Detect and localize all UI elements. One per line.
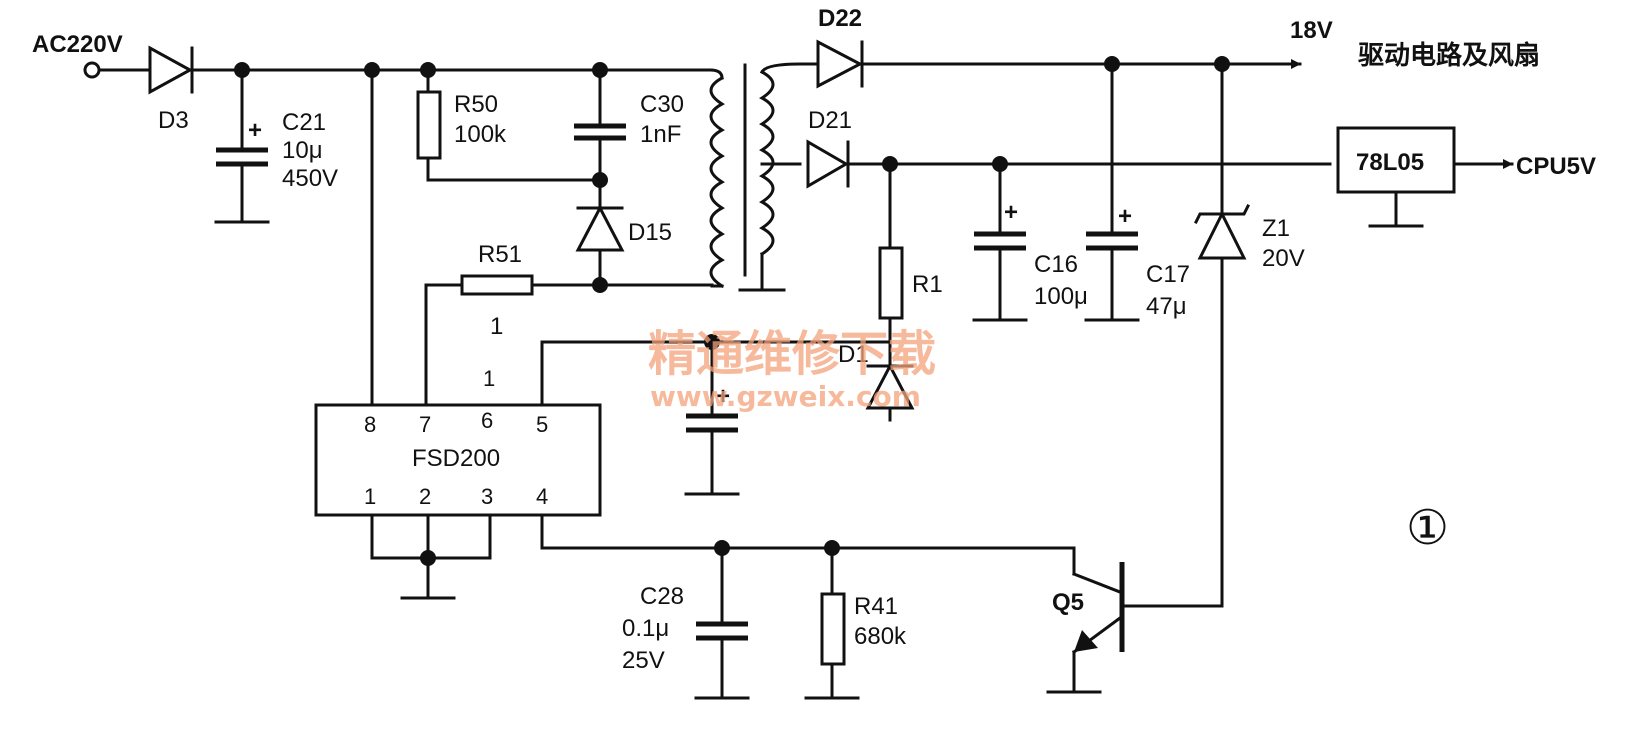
zener-z1 <box>1120 62 1251 608</box>
output-18v-description: 驱动电路及风扇 <box>1358 40 1540 71</box>
value-r50: 100k <box>454 121 507 148</box>
output-cpu5v-label: CPU5V <box>1516 153 1596 180</box>
label-d21: D21 <box>808 107 852 134</box>
capacitor-c17: + <box>1084 62 1140 322</box>
ic-pin-1: 1 <box>364 484 376 509</box>
capacitor-c30 <box>574 68 626 182</box>
ic-pin-6: 6 <box>481 408 493 433</box>
watermark-cn: 精通维修下载 <box>648 326 936 382</box>
value-c30: 1nF <box>640 121 681 148</box>
value-r51: 1 <box>490 313 503 340</box>
output-18v-label: 18V <box>1290 17 1333 44</box>
regulator-78l05 <box>1336 126 1456 228</box>
label-d3: D3 <box>158 107 189 134</box>
transistor-q5 <box>1046 562 1125 694</box>
label-d15: D15 <box>628 219 672 246</box>
pin1-marker: 1 <box>483 366 495 391</box>
value-z1: 20V <box>1262 245 1305 272</box>
svg-text:+: + <box>1118 203 1132 230</box>
resistor-r50 <box>416 68 602 182</box>
junction-dot <box>420 550 436 566</box>
label-c21: C21 <box>282 109 326 136</box>
ac-input-label: AC220V <box>32 31 123 58</box>
label-c16: C16 <box>1034 251 1078 278</box>
label-78l05: 78L05 <box>1356 149 1424 176</box>
resistor-r51 <box>424 274 602 407</box>
resistor-r41 <box>804 546 860 700</box>
label-c28: C28 <box>640 583 684 610</box>
value-c28: 0.1μ <box>622 615 669 642</box>
svg-text:+: + <box>716 383 730 410</box>
diode-d22 <box>798 39 864 89</box>
watermark-url: www.gzweix.com <box>650 380 921 413</box>
value-c21: 10μ <box>282 137 323 164</box>
ic-pin-8: 8 <box>364 412 376 437</box>
value-r41: 680k <box>854 623 907 650</box>
capacitor-c28 <box>694 546 750 700</box>
label-fsd200: FSD200 <box>412 445 500 472</box>
ac-input-terminal <box>83 61 101 79</box>
label-z1: Z1 <box>1262 215 1290 242</box>
capacitor-c16: + <box>972 162 1028 322</box>
label-c30: C30 <box>640 91 684 118</box>
svg-text:+: + <box>248 117 262 144</box>
label-r51: R51 <box>478 241 522 268</box>
label-d1: D1 <box>838 341 869 368</box>
svg-text:+: + <box>1004 199 1018 226</box>
transformer-secondary <box>738 62 802 292</box>
label-r50: R50 <box>454 91 498 118</box>
transformer-primary <box>708 68 725 289</box>
label-q5: Q5 <box>1052 589 1084 616</box>
rating-c21: 450V <box>282 165 338 192</box>
resistor-r1 <box>878 162 904 350</box>
ic-pin-7: 7 <box>419 412 431 437</box>
ic-pin-5: 5 <box>536 412 548 437</box>
label-r1: R1 <box>912 271 943 298</box>
ic-fsd200 <box>314 403 602 517</box>
diode-d1 <box>865 346 915 422</box>
rating-c28: 25V <box>622 647 665 674</box>
label-d22: D22 <box>818 5 862 32</box>
diode-d15 <box>575 178 625 287</box>
value-c16: 100μ <box>1034 283 1088 310</box>
value-c17: 47μ <box>1146 293 1187 320</box>
ic-pin-3: 3 <box>481 484 493 509</box>
diode-d21 <box>806 139 850 189</box>
capacitor-c21: + <box>214 68 270 224</box>
capacitor-aux: + <box>684 340 740 496</box>
figure-number: ① <box>1406 500 1449 556</box>
diode-d3 <box>148 45 194 95</box>
ic-pin-2: 2 <box>419 484 431 509</box>
label-c17: C17 <box>1146 261 1190 288</box>
ic-pin-4: 4 <box>536 484 548 509</box>
label-r41: R41 <box>854 593 898 620</box>
